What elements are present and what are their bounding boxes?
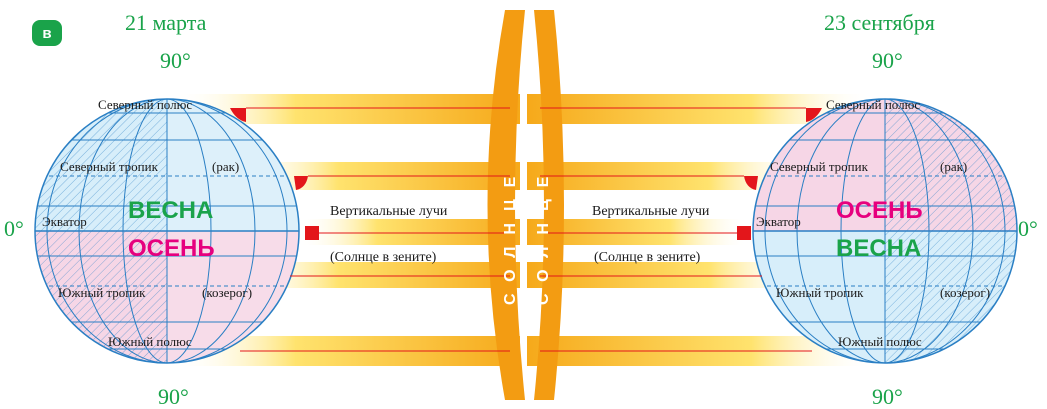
left-north-tropic-label: Северный тропик [60,159,159,174]
left-date: 21 марта [125,10,207,35]
right-date: 23 сентября [824,10,935,35]
left-season-north: ВЕСНА [128,197,213,224]
left-rays-label: Вертикальные лучи [330,204,448,219]
left-zenith-label: (Солнце в зените) [330,250,437,265]
right-north-pole-label: Северный полюс [826,97,920,112]
right-north-tropic-sign: (рак) [940,159,967,174]
left-north-lat: 90° [160,48,191,73]
right-south-tropic-sign: (козерог) [940,285,990,300]
left-equator-label: Экватор [42,214,87,229]
right-north-lat: 90° [872,48,903,73]
right-rays-label: Вертикальные лучи [592,204,710,219]
right-season-north: ОСЕНЬ [836,197,923,224]
ray [300,219,520,245]
section-badge-letter: в [42,25,51,42]
left-season-south: ОСЕНЬ [128,235,215,262]
left-side-lat: 0° [4,216,24,241]
right-south-tropic-label: Южный тропик [776,285,864,300]
right-equator-label: Экватор [756,214,801,229]
right-side-lat: 0° [1018,216,1038,241]
right-south-pole-label: Южный полюс [838,334,922,349]
right-season-south: ВЕСНА [836,235,921,262]
left-south-tropic-label: Южный тропик [58,285,146,300]
sun-word-right: СОЛНЦЕ [535,165,552,305]
left-south-pole-label: Южный полюс [108,334,192,349]
left-south-lat: 90° [158,384,189,409]
left-north-pole-label: Северный полюс [98,97,192,112]
sun-word-left: СОЛНЦЕ [502,165,519,305]
left-south-tropic-sign: (козерог) [202,285,252,300]
left-north-tropic-sign: (рак) [212,159,239,174]
sun-marker [305,226,319,240]
right-south-lat: 90° [872,384,903,409]
sun-marker [737,226,751,240]
right-zenith-label: (Солнце в зените) [594,250,701,265]
right-north-tropic-label: Северный тропик [770,159,869,174]
